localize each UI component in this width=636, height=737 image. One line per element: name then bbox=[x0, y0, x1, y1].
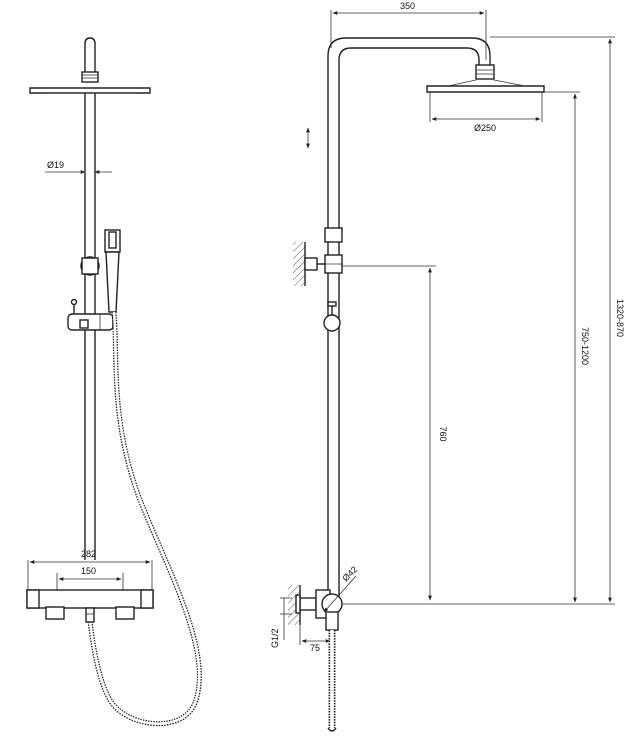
front-top-pipe bbox=[84, 37, 96, 75]
wall-offset-label: 75 bbox=[310, 643, 320, 653]
total-height-label: 1320-870 bbox=[615, 299, 625, 337]
front-shower-head bbox=[29, 87, 151, 94]
front-hand-shower-handle bbox=[105, 251, 120, 313]
front-head-connector bbox=[81, 71, 99, 83]
upper-wall-hatch bbox=[293, 242, 305, 286]
side-view: 350 Ø250 760 bbox=[270, 1, 625, 732]
upper-wall-bracket bbox=[324, 227, 343, 243]
adjust-range-label: 750-1200 bbox=[580, 327, 590, 365]
upper-height-label: 760 bbox=[438, 426, 448, 441]
inlet-spacing-label: 150 bbox=[81, 566, 96, 576]
front-slider-bracket bbox=[67, 313, 114, 331]
head-diameter-label: Ø250 bbox=[474, 123, 496, 133]
side-shower-head bbox=[426, 85, 545, 93]
front-mixer-body bbox=[26, 589, 154, 609]
thread-label: G1/2 bbox=[270, 628, 280, 648]
side-arm-inner bbox=[338, 47, 480, 600]
pipe-diameter-label: Ø19 bbox=[47, 160, 64, 170]
front-hose bbox=[87, 311, 202, 727]
connector-diameter-label: Ø42 bbox=[340, 564, 359, 583]
front-view: Ø19 282 150 bbox=[26, 37, 202, 727]
side-slider-knob bbox=[323, 314, 341, 332]
side-arm-outer bbox=[327, 37, 491, 600]
arm-width-label: 350 bbox=[400, 1, 415, 11]
mixer-width-label: 282 bbox=[81, 549, 96, 559]
